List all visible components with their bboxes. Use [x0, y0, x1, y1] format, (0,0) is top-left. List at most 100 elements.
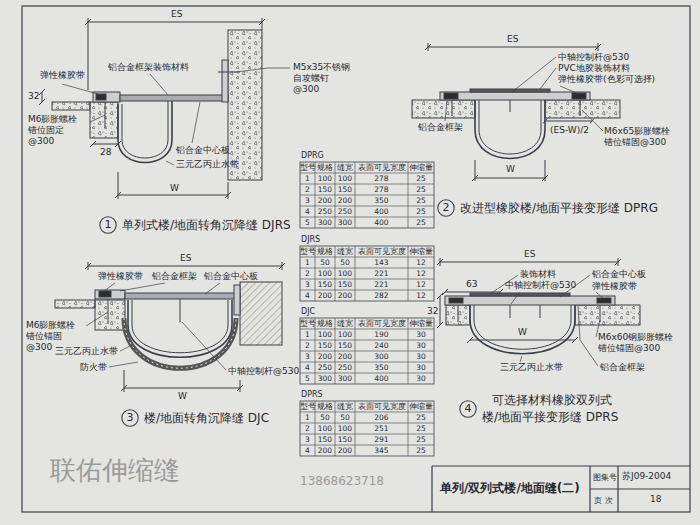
detail-djc-part — [124, 318, 236, 368]
table-cell: 2 — [300, 268, 315, 279]
table-header: 规格 — [315, 162, 335, 173]
table-header: 规格 — [315, 318, 335, 329]
detail-dprs-part — [470, 305, 575, 354]
detail-dprs-part — [474, 305, 571, 349]
detail-dprs-part — [437, 258, 621, 266]
detail-dprg-part — [452, 100, 580, 116]
table-cell: 2 — [300, 423, 315, 434]
table-cell: 300 — [315, 217, 335, 228]
table-cell: 221 — [355, 279, 408, 290]
part-label: 63 — [466, 279, 477, 290]
detail-djrs-part — [90, 141, 121, 147]
table-cell: 12 — [408, 268, 434, 279]
sheet-title: 单列/双列式楼/地面缝(二) — [440, 481, 580, 496]
table-cell: 30 — [408, 329, 434, 340]
part-label: 铝合金中心板 — [592, 269, 646, 280]
table-rule — [300, 340, 434, 341]
table-cell: 345 — [355, 445, 408, 456]
circle-outline — [460, 401, 476, 417]
table-cell: 100 — [315, 268, 335, 279]
table-header: 缝宽 — [335, 401, 355, 412]
table-cell: 25 — [408, 217, 434, 228]
detail-djrs-part — [228, 30, 262, 180]
part-label: 图集号 — [593, 472, 617, 483]
table-border — [300, 246, 434, 301]
detail-djc-part — [55, 300, 95, 308]
table-cell: 150 — [315, 340, 335, 351]
table-rule — [300, 257, 434, 258]
table-cell: 4 — [300, 362, 315, 373]
table-cell: 25 — [408, 206, 434, 217]
table-rule — [408, 162, 409, 228]
table-rule — [408, 401, 409, 456]
table-header: 规格 — [315, 401, 335, 412]
detail-djrs-part — [52, 102, 90, 110]
table-header: 伸缩量 — [408, 401, 434, 412]
table-cell: 100 — [335, 423, 355, 434]
watermark: 联佑伸缩缝 — [50, 455, 180, 485]
table-cell: 3 — [300, 434, 315, 445]
detail-dprg-part — [470, 89, 550, 92]
table-cell: 50 — [315, 412, 335, 423]
table-cell: 3 — [300, 195, 315, 206]
callout-number: 2 — [437, 199, 455, 217]
detail-djc-part — [125, 293, 240, 299]
table-header: 表面可见宽度 — [355, 246, 408, 257]
table-cell: 300 — [335, 373, 355, 384]
detail-djc-part — [240, 282, 282, 345]
detail-djc-part — [86, 283, 226, 370]
circle-outline — [438, 200, 454, 216]
detail-caption: 改进型橡胶楼/地面平接变形缝 DPRG — [460, 201, 658, 216]
table-cell: 400 — [355, 206, 408, 217]
table-rule — [335, 318, 336, 384]
table-cell: 300 — [335, 217, 355, 228]
table-header: 缝宽 — [335, 162, 355, 173]
table-cell: 4 — [300, 445, 315, 456]
part-label: 铝合金框架 — [418, 122, 463, 133]
detail-dprg-part — [440, 92, 590, 100]
detail-number-circle: 2 — [437, 199, 455, 217]
detail-dprg-part — [444, 93, 458, 99]
table-cell: 200 — [335, 195, 355, 206]
table-cell: 1 — [300, 173, 315, 184]
detail-djrs-part — [115, 172, 231, 199]
table-cell: 350 — [355, 195, 408, 206]
detail-dprg-part — [543, 119, 594, 124]
table-rule — [300, 173, 434, 174]
part-label: (ES-W)/2 — [550, 125, 589, 136]
table-cell: 25 — [408, 423, 434, 434]
table-header: 伸缩量 — [408, 246, 434, 257]
detail-djrs-part — [122, 101, 168, 158]
table-header: 型号 — [300, 401, 315, 412]
table-cell: 278 — [355, 173, 408, 184]
detail-djc-part — [108, 299, 180, 324]
table-cell: 1 — [300, 329, 315, 340]
table-cell: 150 — [315, 279, 335, 290]
table-cell: 100 — [335, 268, 355, 279]
part-label: 28 — [100, 147, 111, 158]
table-header: 缝宽 — [335, 246, 355, 257]
part-label: M5x35不锈钢 自攻螺钉@300 — [293, 62, 350, 95]
table-rule — [335, 401, 336, 456]
table-rule — [300, 268, 434, 269]
part-label: M6膨胀螺栓 错位固定@300 — [28, 114, 78, 147]
table-cell: 200 — [315, 290, 335, 301]
table-rule — [300, 412, 434, 413]
table-cell: 25 — [408, 173, 434, 184]
detail-djrs-part — [118, 101, 172, 163]
detail-dprg-part — [475, 100, 545, 159]
table-header: 表面可见宽度 — [355, 401, 408, 412]
detail-dprs-part — [490, 275, 604, 366]
callout-number: 1 — [99, 216, 117, 234]
table-cell: 4 — [300, 206, 315, 217]
table-rule — [300, 362, 434, 363]
detail-dprg-part — [412, 100, 475, 118]
part-label: 弹性橡胶带(色彩可选择) — [558, 74, 655, 85]
detail-caption: 楼/地面转角沉降缝 DJC — [144, 411, 269, 426]
detail-djc-part — [95, 300, 125, 330]
sheet-frame-part — [22, 6, 690, 512]
table-rule — [300, 195, 434, 196]
table-cell: 4 — [300, 290, 315, 301]
table-border — [300, 401, 434, 456]
table-rule — [408, 246, 409, 301]
